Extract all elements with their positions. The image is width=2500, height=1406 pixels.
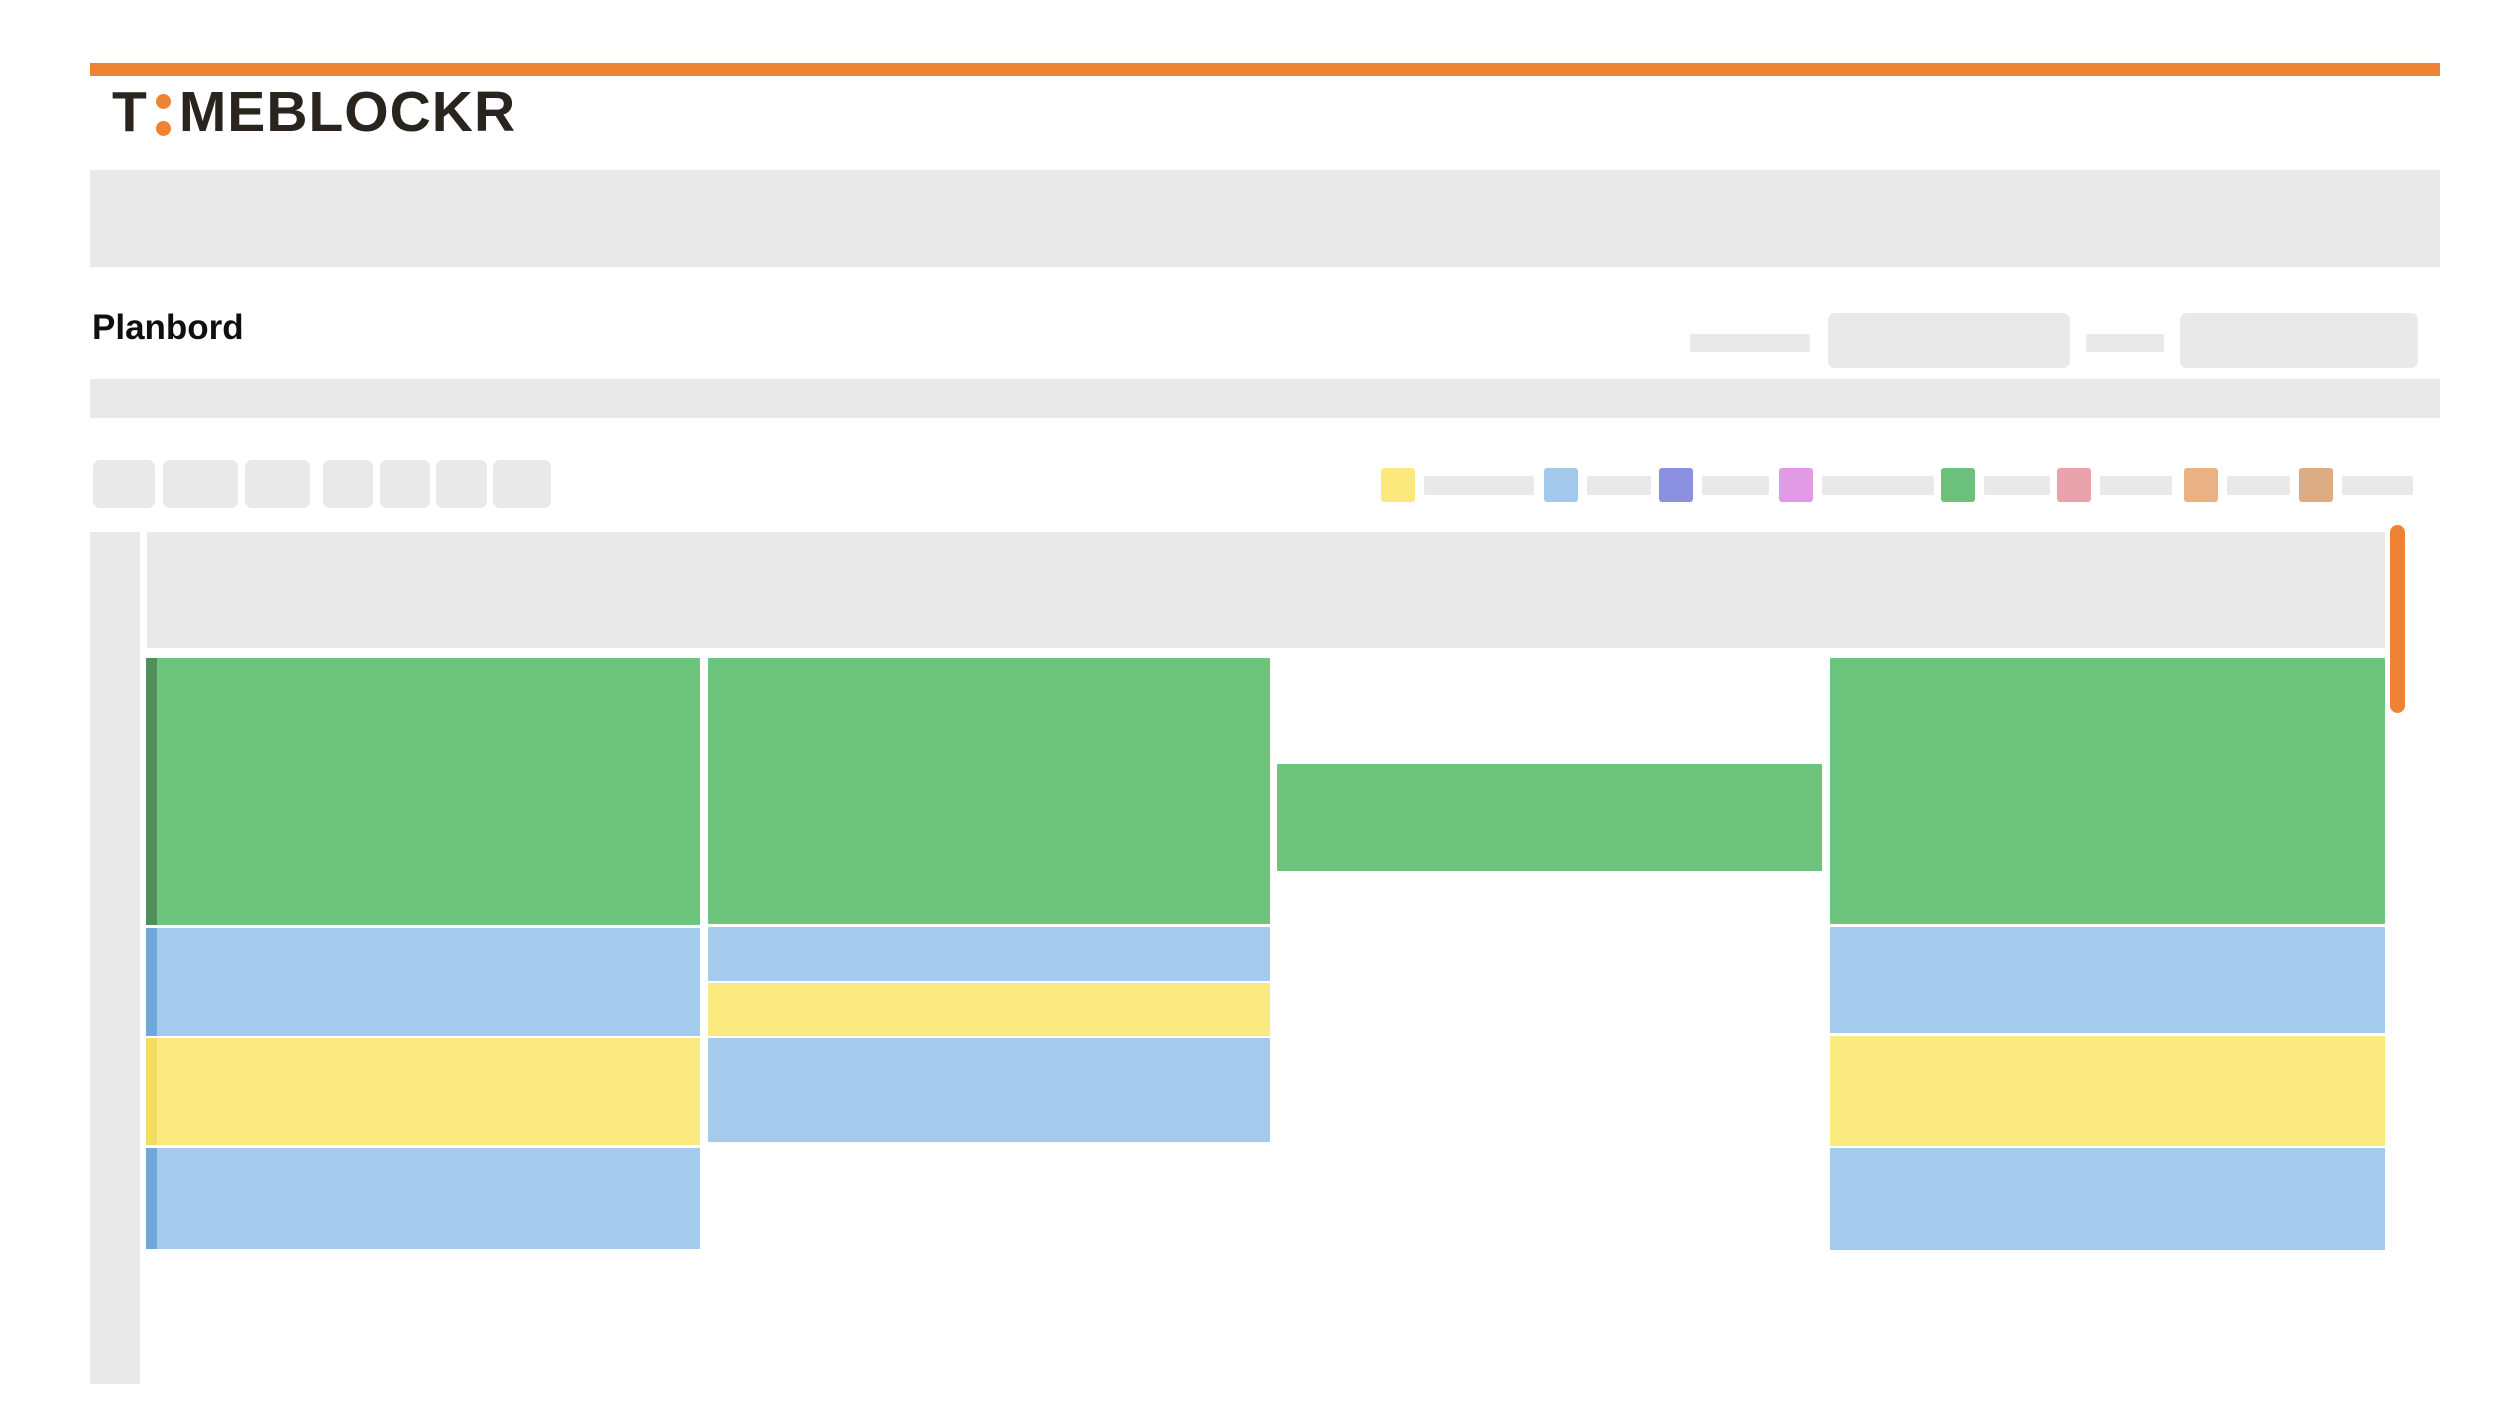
column-4-block-4-blue[interactable] (1830, 1148, 2385, 1250)
legend-label-placeholder (1587, 475, 1651, 495)
legend-label-placeholder (1702, 475, 1769, 495)
column-1-block-3-yellow[interactable] (146, 1038, 700, 1145)
title-control-button-4[interactable] (2180, 313, 2418, 368)
time-axis-column (90, 532, 140, 1384)
legend-item-1[interactable] (1381, 468, 1534, 502)
brand-logo[interactable]: T MEBLOCKR (112, 80, 516, 144)
toolbar-button-5[interactable] (380, 460, 430, 508)
legend-swatch-icon (2057, 468, 2091, 502)
legend-swatch-icon (2299, 468, 2333, 502)
column-4-block-3-yellow[interactable] (1830, 1036, 2385, 1146)
column-4-block-2-blue[interactable] (1830, 927, 2385, 1033)
legend-swatch-icon (1659, 468, 1693, 502)
toolbar-button-7[interactable] (493, 460, 551, 508)
logo-text-prefix: T (112, 80, 148, 144)
column-1-block-1-green[interactable] (146, 658, 700, 925)
column-3-block-1-green[interactable] (1277, 764, 1822, 871)
current-time-marker (146, 1148, 157, 1249)
legend-label-placeholder (1822, 475, 1934, 495)
legend-swatch-icon (1544, 468, 1578, 502)
current-time-marker (146, 1038, 157, 1145)
legend-label-placeholder (1984, 475, 2050, 495)
column-2-block-1-green[interactable] (708, 658, 1270, 924)
column-2-block-2-blue[interactable] (708, 927, 1270, 981)
legend-swatch-icon (1941, 468, 1975, 502)
legend-item-4[interactable] (1779, 468, 1934, 502)
legend-item-6[interactable] (2057, 468, 2172, 502)
legend-label-placeholder (2227, 475, 2290, 495)
logo-text-suffix: MEBLOCKR (178, 80, 517, 144)
logo-colon-dots-icon (155, 89, 171, 136)
legend-label-placeholder (1424, 475, 1534, 495)
legend-label-placeholder (2342, 475, 2413, 495)
legend-item-3[interactable] (1659, 468, 1769, 502)
current-time-marker (146, 928, 157, 1036)
title-control-button-2[interactable] (1828, 313, 2070, 368)
legend-swatch-icon (2184, 468, 2218, 502)
toolbar-button-1[interactable] (93, 460, 155, 508)
toolbar-button-6[interactable] (436, 460, 487, 508)
column-4-block-1-green[interactable] (1830, 658, 2385, 924)
legend-label-placeholder (2100, 475, 2172, 495)
legend-item-8[interactable] (2299, 468, 2413, 502)
toolbar-button-4[interactable] (323, 460, 373, 508)
hero-banner-placeholder (90, 170, 2440, 267)
filter-bar-placeholder (90, 379, 2440, 418)
column-2-block-3-yellow[interactable] (708, 983, 1270, 1036)
toolbar-button-3[interactable] (245, 460, 310, 508)
top-accent-bar (90, 63, 2440, 76)
legend-item-7[interactable] (2184, 468, 2290, 502)
title-control-label-1 (1690, 334, 1810, 352)
page-title: Planbord (92, 308, 244, 347)
legend-item-2[interactable] (1544, 468, 1651, 502)
current-time-marker (146, 658, 157, 925)
toolbar-button-2[interactable] (163, 460, 238, 508)
legend-swatch-icon (1779, 468, 1813, 502)
legend-item-5[interactable] (1941, 468, 2050, 502)
column-1-block-2-blue[interactable] (146, 928, 700, 1036)
legend-swatch-icon (1381, 468, 1415, 502)
vertical-scrollbar-thumb[interactable] (2390, 525, 2405, 713)
title-control-label-3 (2086, 334, 2164, 352)
column-1-block-4-blue[interactable] (146, 1148, 700, 1249)
board-header (147, 532, 2385, 648)
column-2-block-4-blue[interactable] (708, 1038, 1270, 1142)
